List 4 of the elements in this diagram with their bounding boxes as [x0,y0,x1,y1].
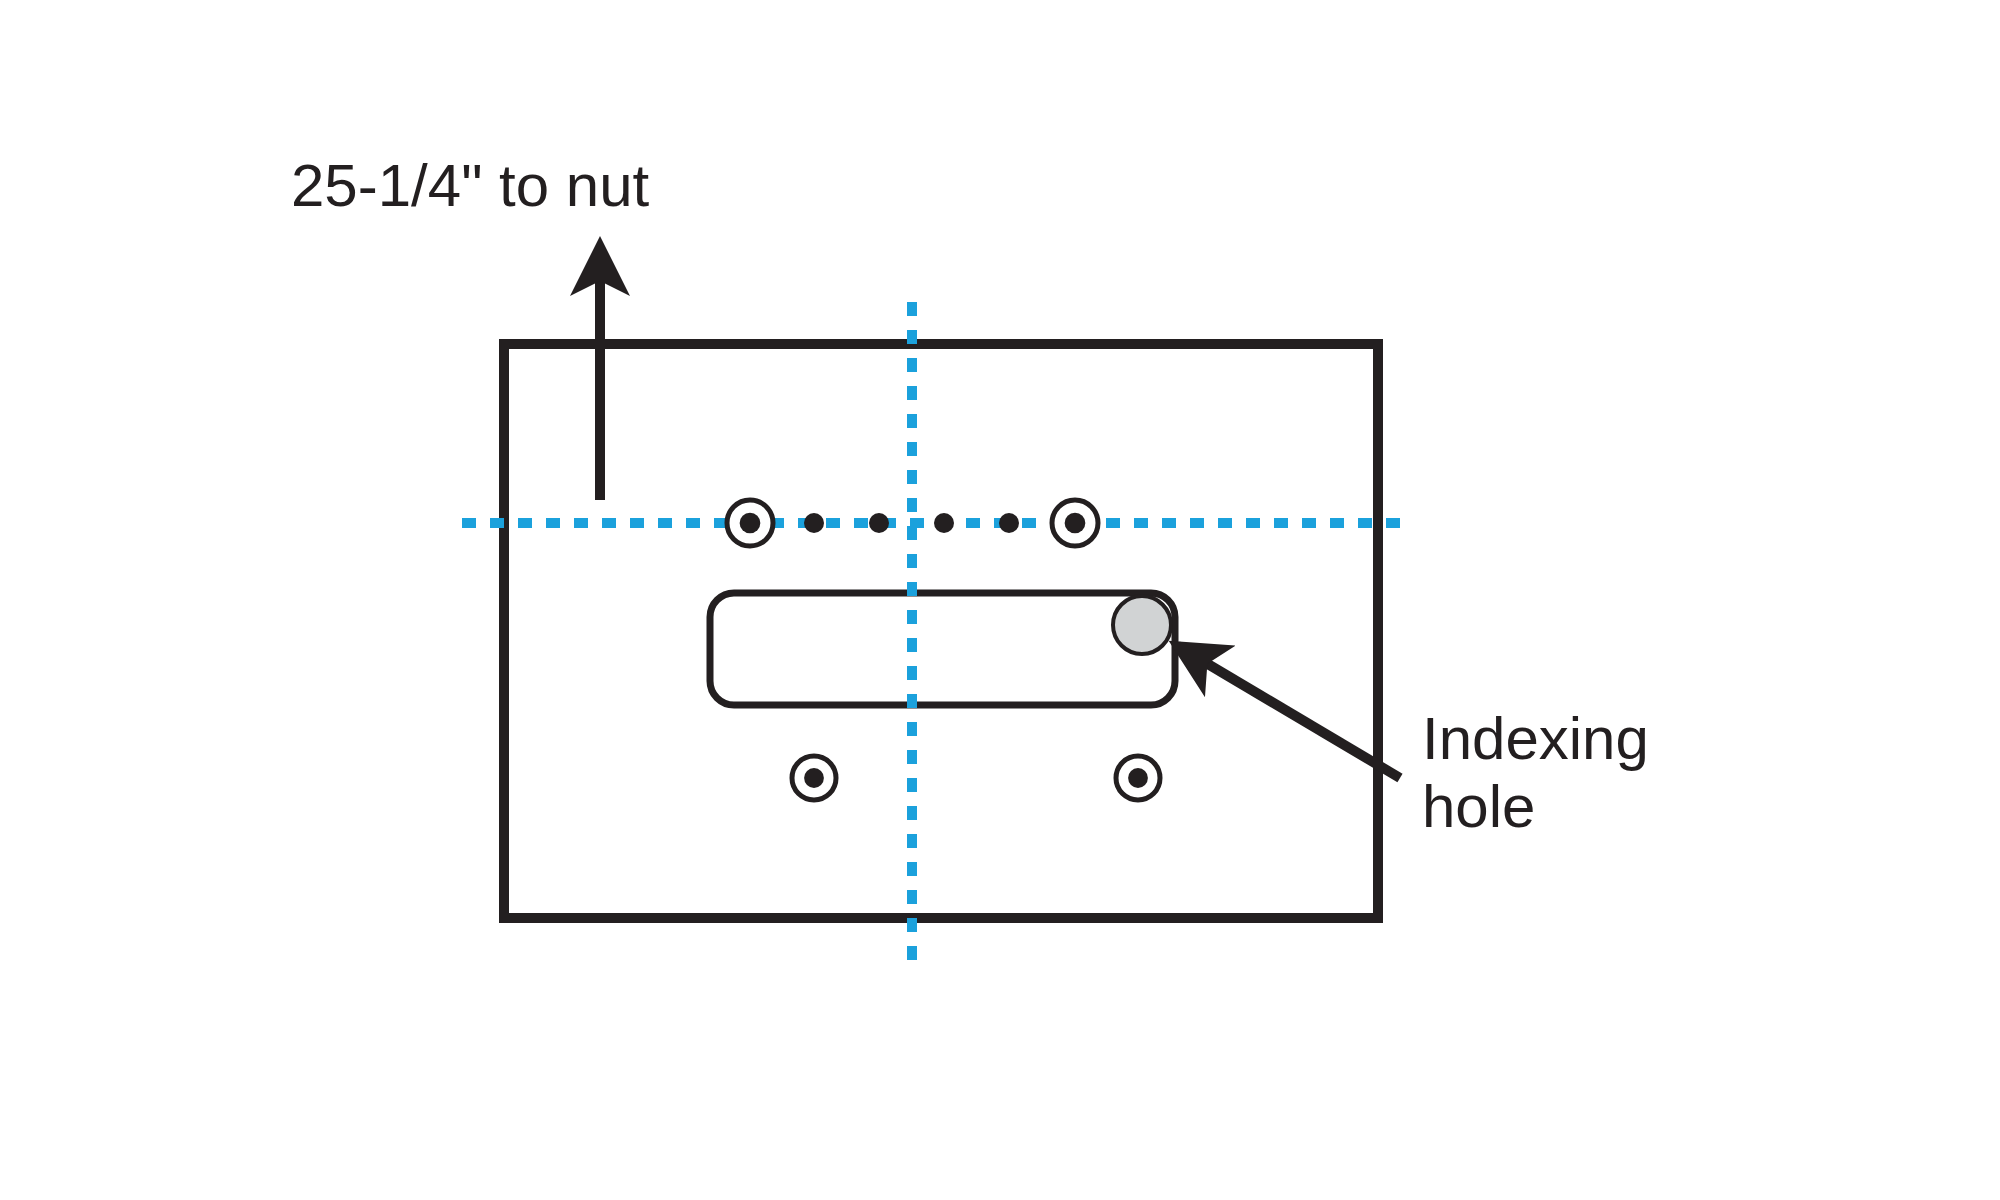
dimension-label: 25-1/4" to nut [291,156,650,216]
indexing-hole-circle [1111,594,1173,656]
callout-text: Indexing hole [1422,705,1650,841]
leader-arrow [1168,640,1403,783]
